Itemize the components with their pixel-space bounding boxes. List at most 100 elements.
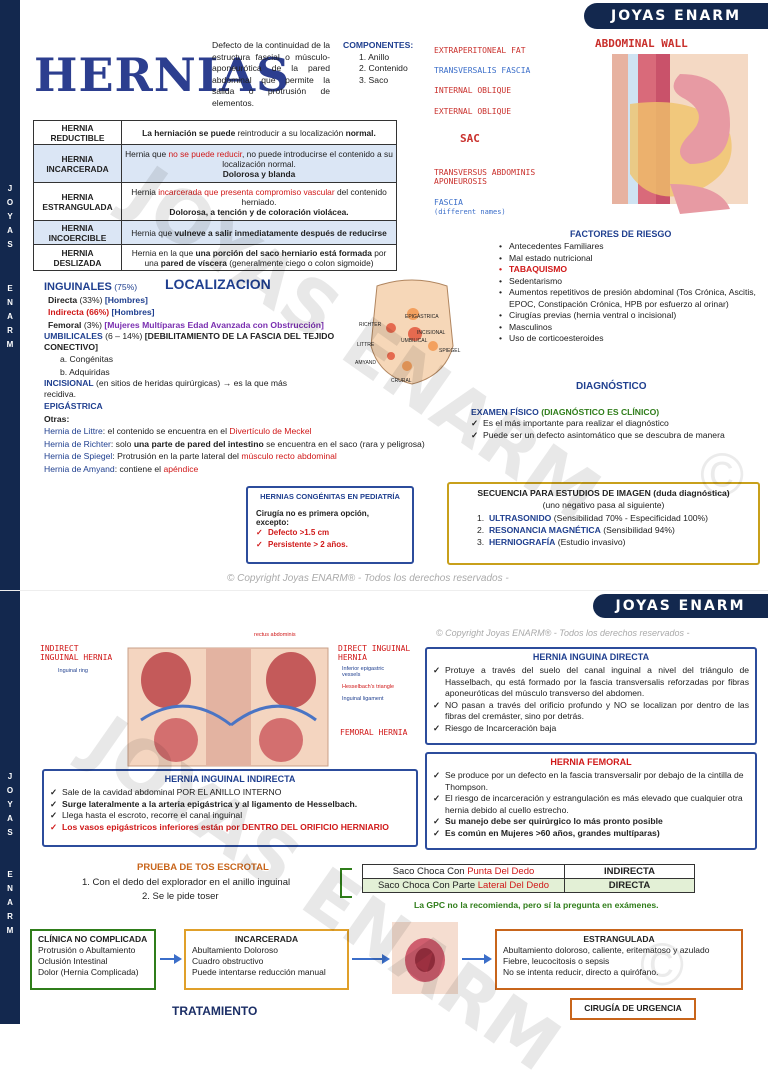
cell-text: del contenido herniado. bbox=[241, 186, 387, 207]
flow-item: Oclusión Intestinal bbox=[38, 956, 108, 966]
list-item: Puede ser un defecto asintomático que se… bbox=[471, 430, 761, 442]
tratamiento-heading: TRATAMIENTO bbox=[172, 1004, 258, 1018]
hernia-type-name: HERNIA DESLIZADA bbox=[33, 244, 122, 271]
femoral-note: [Mujeres Multíparas Edad Avanzada con Ob… bbox=[104, 319, 324, 330]
flow-item: Cuadro obstructivo bbox=[192, 956, 264, 966]
hernia-type-name: HERNIA ESTRANGULADA bbox=[33, 182, 122, 221]
sidebar-letter: M bbox=[6, 340, 14, 349]
sidebar-letter: Y bbox=[7, 800, 13, 809]
cell-text: pared de víscera bbox=[160, 257, 227, 268]
imagen-box: SECUENCIA PARA ESTUDIOS DE IMAGEN (duda … bbox=[447, 482, 760, 565]
list-item: Antecedentes Familiares bbox=[497, 241, 767, 253]
tos-step: 2. Se le pide toser bbox=[142, 891, 219, 902]
wall-label: INTERNAL OBLIQUE bbox=[434, 86, 512, 95]
sidebar-letter: M bbox=[6, 926, 14, 935]
umbilicales-note: [DEBILITAMIENTO DE LA FASCIA DEL TEJIDO … bbox=[44, 331, 335, 352]
item-name: HERNIOGRAFÍA bbox=[488, 537, 556, 547]
list-item: Aumentos repetitivos de presión abdomina… bbox=[497, 287, 767, 310]
item-desc: (Sensibilidad 94%) bbox=[600, 525, 675, 535]
hernia-locations-illustration: EPIGÁSTRICA UMBILICAL INCISIONAL RICHTER… bbox=[355, 276, 470, 388]
femoral-heading: HERNIA FEMORAL bbox=[550, 757, 632, 767]
abdominal-wall-illustration bbox=[612, 54, 748, 214]
body-label: UMBILICAL bbox=[401, 338, 428, 344]
wall-label: EXTERNAL OBLIQUE bbox=[434, 107, 512, 116]
diagram-label: Hesselbach's triangle bbox=[342, 684, 395, 690]
cell-text: Hernia que bbox=[131, 227, 175, 238]
body-label: EPIGÁSTRICA bbox=[405, 314, 439, 320]
components-heading: COMPONENTES: bbox=[343, 40, 414, 50]
torso-drawing bbox=[370, 279, 454, 385]
cell-text: no se puede reducir bbox=[168, 148, 243, 159]
cell-text: (generalmente ciego o colon sigmoide) bbox=[226, 257, 374, 268]
cell-text: Hernia que bbox=[125, 148, 169, 159]
amyand-text: : contiene el bbox=[114, 463, 164, 474]
body-label: CRURAL bbox=[391, 378, 412, 384]
flow-item: Abultamiento Doloroso bbox=[192, 945, 278, 955]
otras-label: Otras: bbox=[44, 413, 70, 424]
item-text: NO pasan a través del orificio profundo … bbox=[445, 699, 749, 722]
cell-text: Hernia bbox=[131, 186, 159, 197]
copyright-top: © Copyright Joyas ENARM® - Todos los der… bbox=[227, 573, 509, 584]
diagram-label: Inguinal ring bbox=[58, 668, 88, 674]
flow-box-estrangulada: ESTRANGULADA Abultamiento doloroso, cali… bbox=[495, 929, 743, 990]
sidebar-letter: S bbox=[7, 828, 13, 837]
sidebar-top: J O Y A S E N A R M bbox=[0, 0, 20, 592]
sidebar-letter: E bbox=[7, 870, 13, 879]
wall-diagram-title: ABDOMINAL WALL bbox=[595, 37, 688, 50]
sidebar-letter: O bbox=[6, 198, 14, 207]
hernia-type-name: HERNIA REDUCTIBLE bbox=[33, 120, 122, 145]
examen-note: (DIAGNÓSTICO ES CLÍNICO) bbox=[541, 407, 660, 417]
wall-label: (different names) bbox=[434, 208, 506, 216]
urgencia-box: CIRUGÍA DE URGENCIA bbox=[570, 998, 696, 1020]
cell-text: incarcerada que presenta compromiso vasc… bbox=[158, 186, 335, 197]
amyand-label: Hernia de Amyand bbox=[44, 463, 115, 474]
table-row: HERNIA ESTRANGULADA Hernia incarcerada qu… bbox=[33, 182, 397, 221]
sidebar-bottom: J O Y A S E N A R M bbox=[0, 592, 20, 1024]
spiegel-text: : Protrusión en la parte lateral del bbox=[112, 451, 242, 461]
directa-sex: [Hombres] bbox=[104, 294, 148, 305]
diagram-label: rectus abdominis bbox=[254, 632, 296, 638]
copyright-symbol-icon: © bbox=[700, 441, 745, 508]
table-row: Saco Choca Con Punta Del Dedo INDIRECTA bbox=[362, 864, 695, 879]
flow-heading: ESTRANGULADA bbox=[583, 934, 655, 944]
examen-label: EXAMEN FÍSICO bbox=[471, 407, 539, 417]
definition-text: Defecto de la continuidad de la estructu… bbox=[212, 40, 331, 108]
list-item: TABAQUISMO bbox=[497, 264, 767, 276]
list-item: 3. HERNIOGRAFÍA (Estudio invasivo) bbox=[477, 536, 750, 548]
list-item: Protuye a través del suelo del canal ing… bbox=[433, 665, 749, 700]
femoral-box: HERNIA FEMORAL Se produce por un defecto… bbox=[425, 752, 757, 850]
tos-cell: Saco Choca Con Parte bbox=[377, 880, 478, 891]
diagram-label: Inferior epigastric vessels bbox=[342, 666, 385, 678]
tos-bracket bbox=[340, 868, 352, 898]
list-item: Masculinos bbox=[497, 322, 767, 334]
sidebar-letter: R bbox=[7, 326, 13, 335]
femoral-label: Femoral bbox=[48, 319, 82, 330]
spiegel-label: Hernia de Spiegel bbox=[44, 451, 113, 461]
list-item: Es común en Mujeres >60 años, grandes mu… bbox=[433, 828, 749, 840]
item-name: ULTRASONIDO bbox=[488, 513, 552, 523]
list-item: Llega hasta el escroto, recorre el canal… bbox=[50, 810, 410, 822]
body-label: LITTRE bbox=[357, 342, 375, 348]
tos-note: La GPC no la recomienda, pero sí la preg… bbox=[414, 900, 659, 910]
umbilical-subtype: b. Adquiridas bbox=[60, 366, 110, 377]
copyright-symbol-icon: © bbox=[640, 931, 685, 998]
sidebar-letter: Y bbox=[7, 212, 13, 221]
flow-item: Protrusión o Abultamiento bbox=[38, 945, 136, 955]
flow-heading: CLÍNICA NO COMPLICADA bbox=[38, 934, 148, 944]
flow-heading: INCARCERADA bbox=[234, 934, 299, 944]
list-item: Cirugías previas (hernia ventral o incis… bbox=[497, 310, 767, 322]
wall-label: TRANSVERSALIS FASCIA bbox=[434, 66, 531, 75]
inguinal-illustration bbox=[127, 647, 329, 767]
sidebar-letter: S bbox=[7, 240, 13, 249]
page-divider bbox=[0, 590, 768, 591]
cell-text: vulneve a salir inmediatamente después d… bbox=[174, 227, 387, 238]
pediatria-heading: HERNIAS CONGÉNITAS EN PEDIATRÍA bbox=[260, 492, 400, 501]
sidebar-letter: E bbox=[7, 284, 13, 293]
body-label: AMYAND bbox=[355, 360, 377, 366]
list-item: NO pasan a través del orificio profundo … bbox=[433, 700, 749, 723]
umbilicales-label: UMBILICALES bbox=[44, 331, 103, 341]
body-label: RICHTER bbox=[359, 322, 382, 328]
indirecta-box: HERNIA INGUINAL INDIRECTA Sale de la cav… bbox=[42, 769, 418, 847]
